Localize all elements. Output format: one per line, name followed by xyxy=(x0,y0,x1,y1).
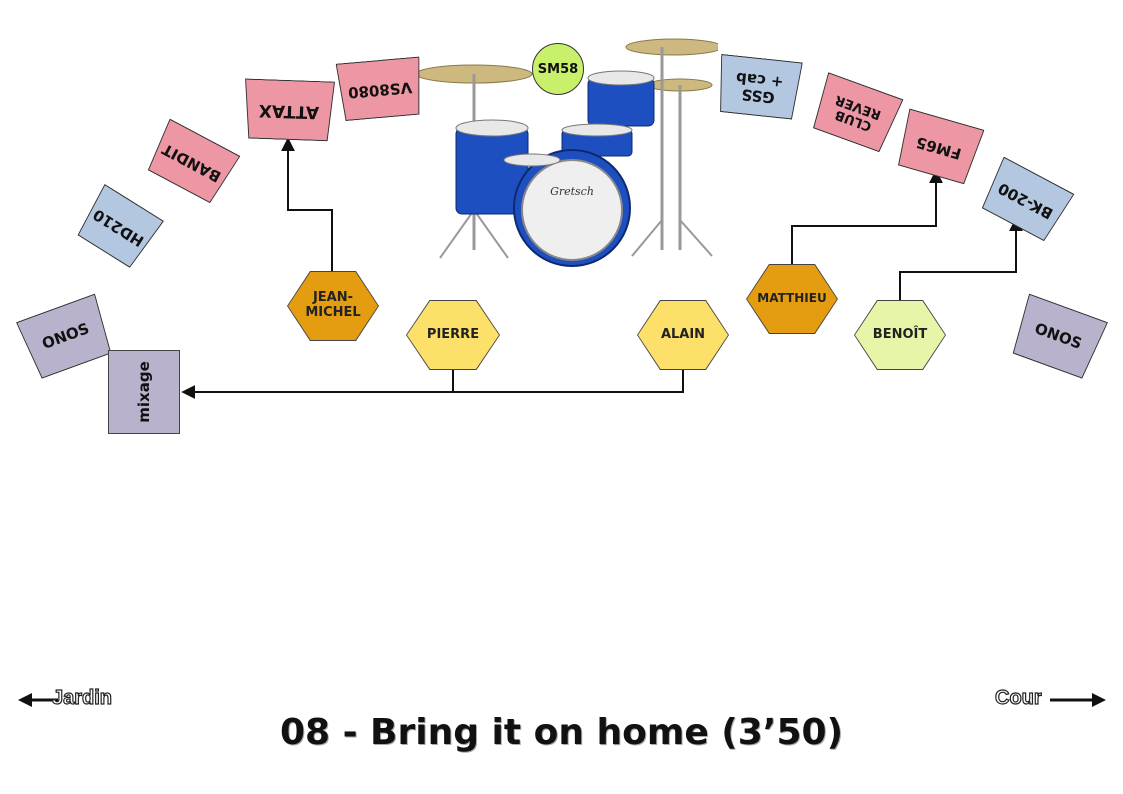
song-title: 08 - Bring it on home (3’50) xyxy=(279,712,844,753)
amp-gss-cab: GSS + cab xyxy=(715,54,803,120)
side-jardin-label: Jardin xyxy=(51,686,113,709)
mic-sm58-label: SM58 xyxy=(537,61,579,77)
mic-sm58: SM58 xyxy=(532,43,584,95)
svg-text:Gretsch: Gretsch xyxy=(550,185,594,198)
line-benoit-to-bk200 xyxy=(899,217,1023,300)
musician-matthieu: MATTHIEU xyxy=(746,264,838,334)
arrow-left-icon xyxy=(18,693,58,707)
amp-attax-label: ATTAX xyxy=(258,99,320,122)
line-pierre-alain-to-mixage xyxy=(181,370,454,399)
line-matthieu-to-fm65 xyxy=(791,169,943,264)
line-alain-to-mixage xyxy=(453,370,684,393)
musician-matthieu-label: MATTHIEU xyxy=(757,291,827,306)
musician-alain-label: ALAIN xyxy=(660,326,706,342)
mixing-desk-label: mixage xyxy=(135,361,153,423)
line-jean-michel-to-attax xyxy=(281,137,333,272)
musician-pierre: PIERRE xyxy=(406,300,500,370)
side-cour-label: Cour xyxy=(994,686,1042,709)
musician-jean-michel-label: JEAN- MICHEL xyxy=(305,290,361,320)
musician-pierre-label: PIERRE xyxy=(426,326,480,342)
amp-gss-cab-label: GSS + cab xyxy=(735,68,785,107)
amp-attax: ATTAX xyxy=(243,78,335,141)
mixing-desk: mixage xyxy=(108,350,180,434)
musician-alain: ALAIN xyxy=(637,300,729,370)
musician-benoit-label: BENOÎT xyxy=(872,326,928,342)
arrow-right-icon xyxy=(1050,693,1106,707)
musician-benoit: BENOÎT xyxy=(854,300,946,370)
musician-jean-michel: JEAN- MICHEL xyxy=(287,271,379,341)
amp-vs8080: VS8080 xyxy=(336,56,425,121)
